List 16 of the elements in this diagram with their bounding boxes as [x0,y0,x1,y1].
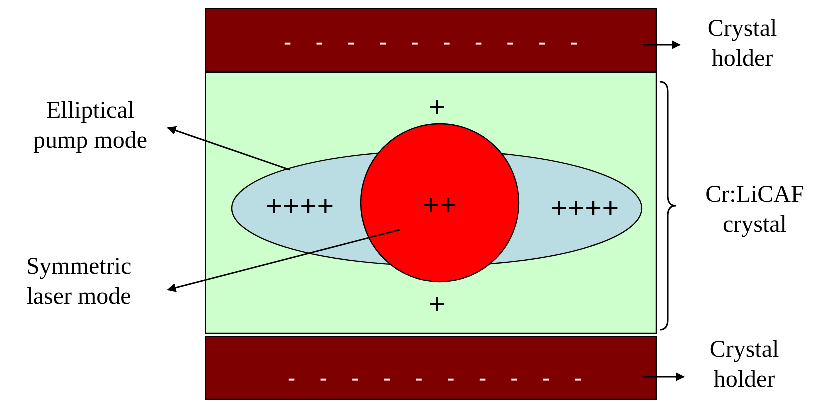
charge-signs: - - - - - - - - - - [284,31,578,53]
leader-arrow [167,229,400,292]
part-label: Crystal holder [708,336,780,395]
part-label: Crystal holder [706,15,778,74]
leader-arrow [643,372,685,382]
charge-signs: ++++ [550,194,620,224]
part-label: Cr:LiCAF crystal [704,181,806,240]
charge-signs: + [428,290,446,320]
leader-arrow [643,40,681,50]
charge-signs: ++ [422,191,458,221]
charge-signs: ++++ [266,192,334,222]
charge-signs: + [428,93,446,123]
charge-signs: - - - - - - - - - - [288,367,582,389]
part-label: Elliptical pump mode [32,97,148,156]
part-label: Symmetric laser mode [25,253,133,312]
leader-arrow [167,126,290,171]
